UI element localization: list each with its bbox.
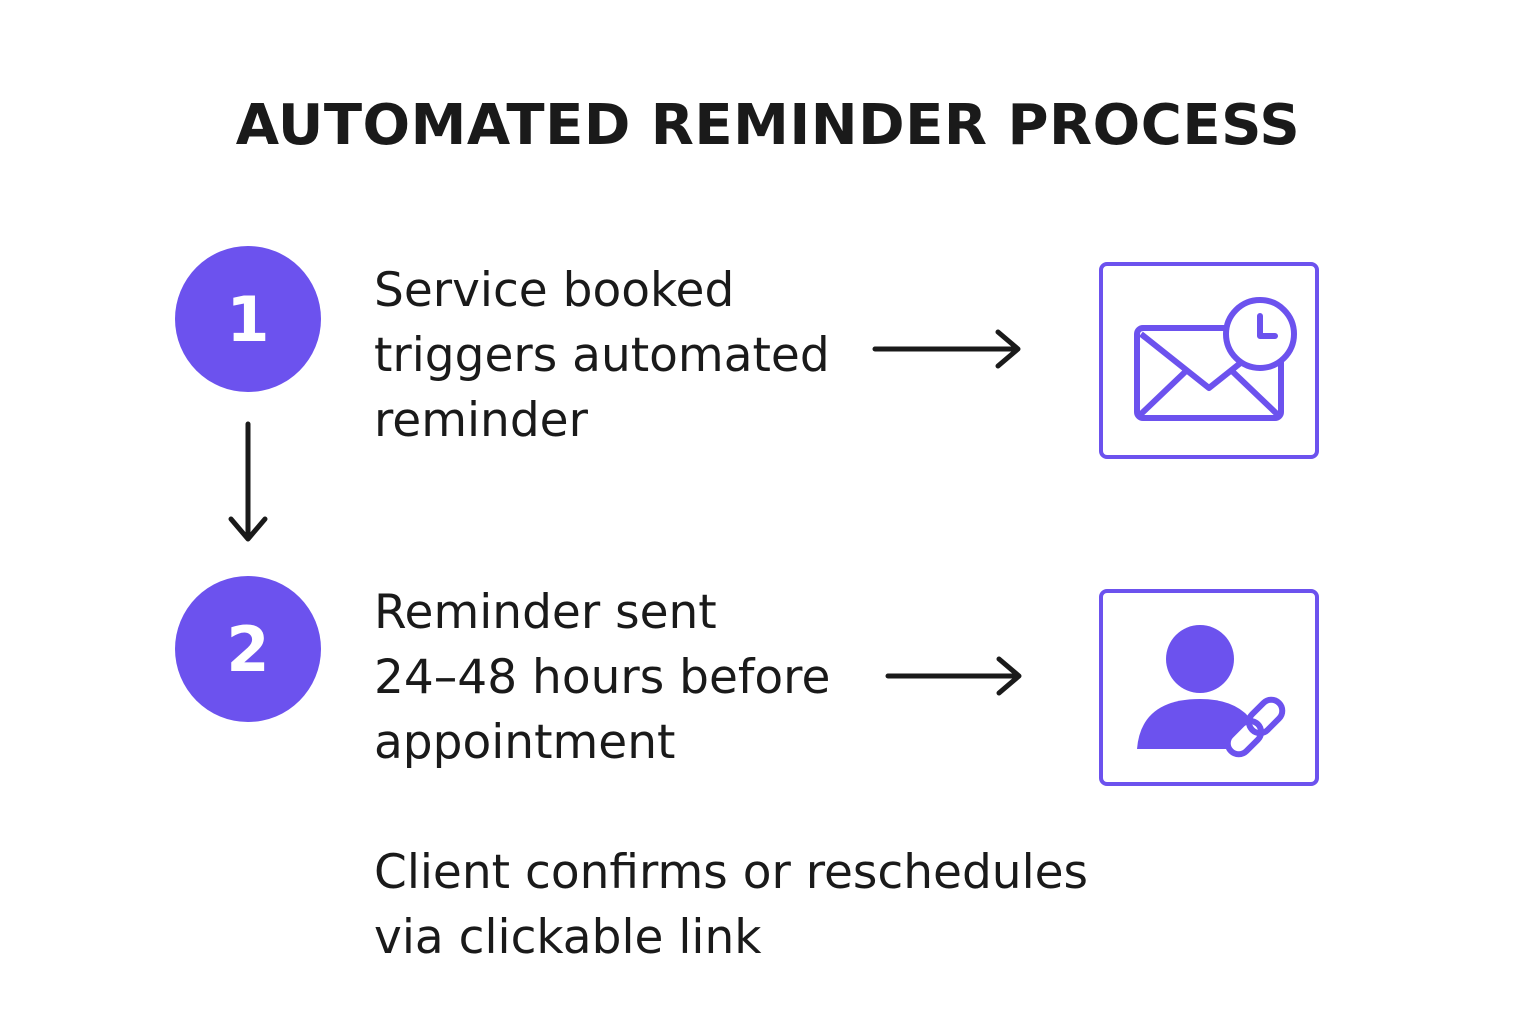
step-1-badge: 1: [175, 246, 321, 392]
step-2-number: 2: [226, 612, 270, 686]
step-1-icon-box: [1099, 262, 1319, 459]
step-1-number: 1: [226, 282, 270, 356]
step-2-text: Reminder sent 24–48 hours before appoint…: [374, 580, 830, 775]
diagram-title: AUTOMATED REMINDER PROCESS: [235, 93, 1301, 158]
envelope-clock-icon: [1134, 297, 1297, 421]
step-1-line-2: triggers automated: [374, 328, 830, 383]
step-1-right-arrow: [872, 329, 1021, 369]
down-arrow: [228, 421, 268, 542]
step-1-line-3: reminder: [374, 393, 588, 448]
step-1-line-1: Service booked: [374, 263, 735, 318]
final-step-text: Client confirms or reschedules via click…: [374, 840, 1088, 970]
step-2-line-2: 24–48 hours before: [374, 650, 831, 705]
final-step-line-1: Client confirms or reschedules: [374, 845, 1089, 900]
step-2-badge: 2: [175, 576, 321, 722]
step-1-text: Service booked triggers automated remind…: [374, 258, 830, 453]
step-2-icon-box: [1099, 589, 1319, 786]
user-link-icon: [1137, 625, 1286, 758]
step-2-line-3: appointment: [374, 715, 676, 770]
step-2-line-1: Reminder sent: [374, 585, 717, 640]
final-step-line-2: via clickable link: [374, 910, 762, 965]
step-2-right-arrow: [885, 656, 1022, 696]
